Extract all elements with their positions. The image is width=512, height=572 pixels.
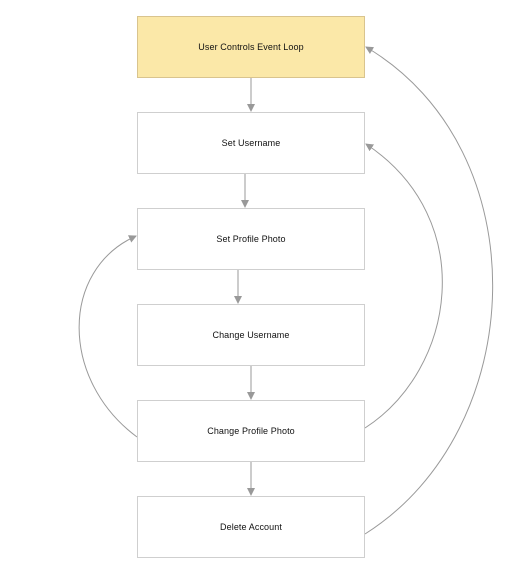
node-delete-account: Delete Account bbox=[137, 496, 365, 558]
node-label: User Controls Event Loop bbox=[198, 42, 304, 52]
node-change-username: Change Username bbox=[137, 304, 365, 366]
node-set-username: Set Username bbox=[137, 112, 365, 174]
node-user-controls-event-loop: User Controls Event Loop bbox=[137, 16, 365, 78]
edge-delete-account-to-loop bbox=[364, 46, 494, 535]
node-set-profile-photo: Set Profile Photo bbox=[137, 208, 365, 270]
node-label: Delete Account bbox=[220, 522, 282, 532]
edge-change-photo-to-set-photo bbox=[78, 235, 138, 438]
node-label: Set Username bbox=[221, 138, 281, 148]
node-label: Set Profile Photo bbox=[216, 234, 286, 244]
node-label: Change Profile Photo bbox=[207, 426, 295, 436]
edge-change-photo-to-set-username bbox=[364, 143, 443, 429]
node-label: Change Username bbox=[212, 330, 290, 340]
node-change-profile-photo: Change Profile Photo bbox=[137, 400, 365, 462]
